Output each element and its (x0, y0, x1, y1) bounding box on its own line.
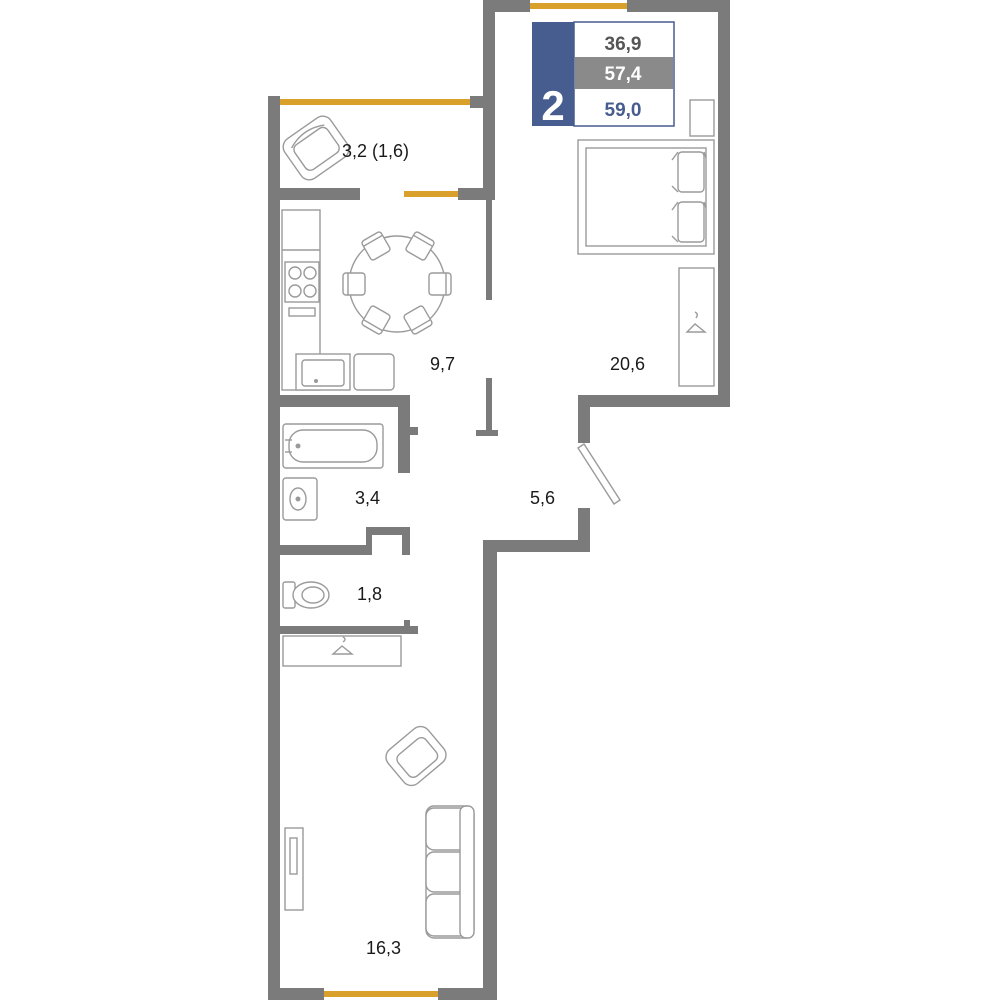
wall-hall-bottom (483, 540, 590, 552)
label-living-room: 16,3 (366, 938, 401, 958)
walls (268, 0, 730, 1000)
toilet (282, 581, 330, 609)
label-bathroom: 3,4 (355, 488, 380, 508)
wall-balcony-top-stub (470, 96, 484, 108)
hanger-icon (685, 311, 707, 333)
window-living (324, 991, 438, 997)
wall-toilet-right-stub2 (404, 626, 418, 634)
stove (284, 261, 320, 317)
badge-rooms-count: 2 (541, 82, 564, 129)
sofa (425, 805, 475, 939)
wall-bath-top (268, 395, 410, 407)
wall-bath-bottom (268, 545, 368, 555)
hall-wardrobe (282, 635, 402, 667)
wall-bath-right-stub (398, 427, 418, 435)
wall-bath-right-lower-top (366, 527, 410, 535)
wall-bedroom-top-right (627, 0, 730, 12)
wall-hall-right-upper (578, 395, 590, 443)
nightstand (689, 99, 715, 137)
wall-bedroom-left (483, 0, 495, 198)
badge-rooms-block (532, 22, 574, 126)
bed (577, 139, 715, 255)
window-balcony-door (404, 191, 458, 197)
wall-partition-upper (486, 198, 492, 300)
hanger-icon (331, 636, 354, 655)
tv-stand (284, 827, 304, 911)
wall-partition-lower (486, 378, 492, 436)
kitchen-sink (295, 353, 351, 391)
living-armchair (385, 725, 447, 787)
wall-bath-right-lower-left (366, 527, 372, 555)
badge-total-with-balcony: 59,0 (605, 100, 642, 121)
room-labels: 3,2 (1,6) 9,7 20,6 3,4 5,6 1,8 16,3 (342, 141, 645, 958)
pillow-bottom (671, 201, 707, 243)
wall-partition-foot (476, 430, 498, 436)
pillow-top (671, 151, 707, 193)
bedroom-wardrobe (678, 267, 715, 387)
wall-bottom-right (438, 988, 497, 1000)
area-badge: 2 36,9 57,4 59,0 (532, 21, 675, 129)
wall-toilet-bottom (268, 626, 410, 634)
label-balcony: 3,2 (1,6) (342, 141, 409, 161)
badge-total-area: 57,4 (605, 64, 642, 85)
label-hall: 5,6 (530, 488, 555, 508)
label-bedroom: 20,6 (610, 354, 645, 374)
window-balcony (280, 99, 470, 105)
badge-living-area: 36,9 (605, 34, 642, 55)
windows (280, 3, 627, 997)
wall-balcony-bottom-left (268, 188, 360, 200)
bathtub (282, 423, 384, 469)
window-bedroom (530, 3, 627, 9)
wall-balcony-bottom-right (458, 188, 495, 200)
wall-bedroom-bottom (578, 395, 730, 407)
wall-balcony-left (268, 96, 280, 200)
wall-living-right (483, 545, 497, 1000)
bathroom-sink (282, 477, 318, 521)
wall-left-outer (268, 188, 280, 1000)
label-kitchen: 9,7 (430, 354, 455, 374)
wall-bath-right-lower (402, 527, 410, 555)
entry-door[interactable] (577, 443, 621, 505)
label-toilet: 1,8 (357, 584, 382, 604)
wall-bottom-left (268, 988, 324, 1000)
kitchen-appliance (353, 353, 395, 391)
badge-total-band (575, 57, 673, 89)
dining-chairs (342, 231, 452, 335)
wall-bedroom-right (718, 0, 730, 407)
balcony-armchair (282, 115, 350, 181)
